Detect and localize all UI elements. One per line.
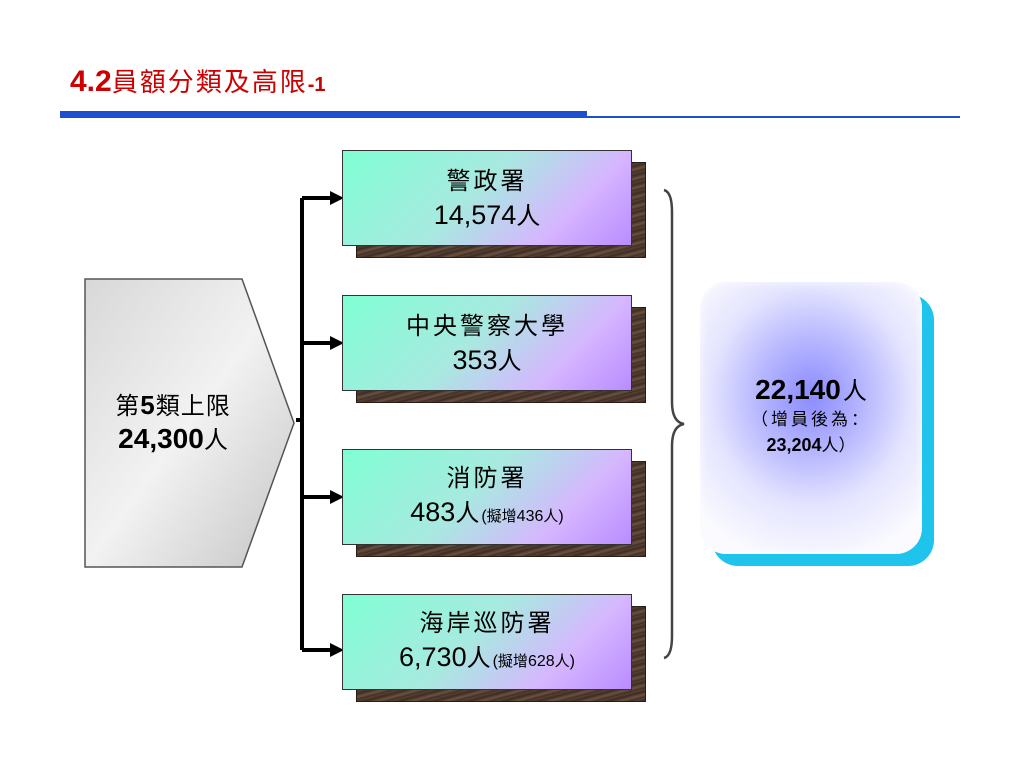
source-node: 第5類上限 24,300人: [84, 278, 296, 568]
note-unit: 人: [543, 506, 559, 525]
note-label: 擬增: [486, 506, 517, 525]
unit-count: 353: [452, 344, 498, 375]
title-rule-thin: [587, 116, 960, 118]
source-category-line: 第5類上限: [115, 389, 230, 422]
source-prefix: 第: [115, 392, 141, 420]
unit-unit: 人: [497, 346, 522, 375]
note-value: 436: [516, 507, 544, 525]
unit-count: 14,574: [433, 199, 517, 230]
total-after-value: 23,204: [766, 435, 822, 455]
unit-unit: 人: [466, 643, 491, 672]
unit-unit: 人: [516, 201, 541, 230]
source-unit: 人: [203, 426, 228, 454]
total-value: 22,140: [755, 374, 841, 405]
title-number: 4.2: [70, 65, 112, 98]
total-unit: 人: [842, 377, 867, 405]
unit-count: 483: [410, 496, 456, 527]
note-value: 628: [527, 652, 555, 670]
right-brace: [663, 188, 685, 660]
unit-count: 6,730: [399, 641, 467, 672]
source-limit-line: 24,300人: [118, 422, 228, 457]
unit-unit: 人: [455, 498, 480, 527]
source-suffix: 類上限: [155, 392, 231, 420]
title-text: 員額分類及高限: [111, 68, 308, 98]
title-rule-thick: [60, 111, 587, 118]
total-after-label: （增員後為：: [751, 410, 871, 430]
note-open: (: [481, 507, 487, 525]
note-close: ): [558, 507, 564, 525]
source-category: 5: [140, 390, 156, 420]
unit-note: (擬增436人): [481, 499, 563, 534]
source-limit: 24,300: [118, 423, 204, 454]
source-label: 第5類上限 24,300人: [84, 278, 262, 568]
source-shape: [84, 278, 295, 568]
unit-name: 消防署: [446, 463, 528, 492]
unit-note: (擬增628人): [493, 644, 575, 679]
note-unit: 人: [554, 651, 570, 670]
unit-name: 警政署: [446, 166, 528, 195]
total-after-unit: 人）: [821, 436, 856, 456]
unit-name: 中央警察大學: [406, 311, 568, 340]
note-open: (: [492, 652, 498, 670]
page-title: 4.2員額分類及高限-1: [70, 62, 326, 102]
title-suffix: -1: [307, 74, 326, 96]
note-label: 擬增: [497, 651, 528, 670]
unit-name: 海岸巡防署: [419, 608, 555, 637]
note-close: ): [569, 652, 575, 670]
